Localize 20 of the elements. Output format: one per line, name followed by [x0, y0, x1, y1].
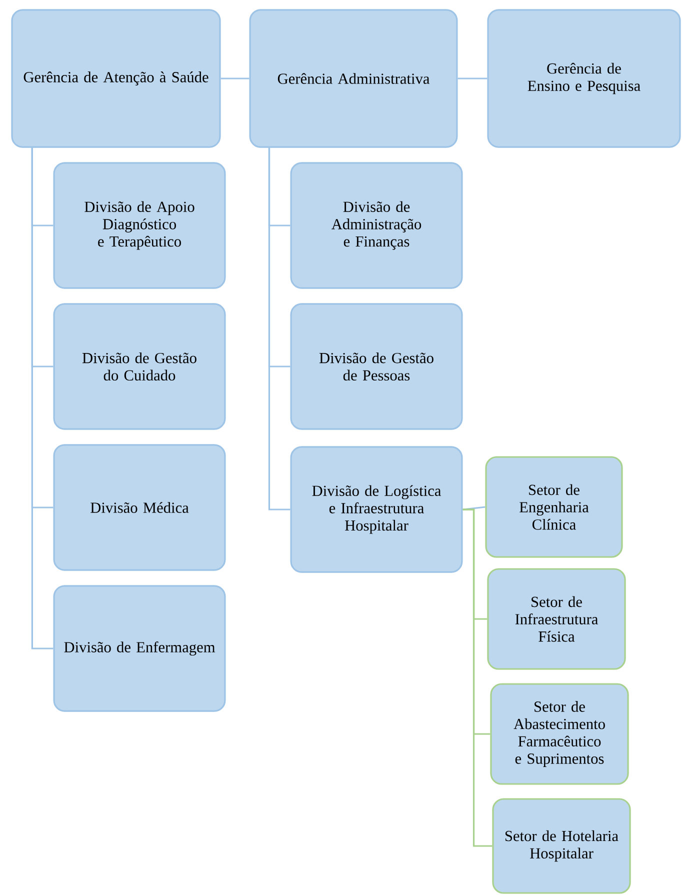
- connector-line: [220, 78, 250, 80]
- division-box: Divisão Médica: [53, 444, 226, 571]
- division-box: Divisão de Administração e Finanças: [290, 162, 463, 289]
- connector-line: [462, 506, 486, 510]
- division-box: Divisão de Gestão do Cuidado: [53, 303, 226, 430]
- sector-box: Setor de Abastecimento Farmacêutico e Suprimentos: [490, 683, 629, 785]
- management-box: Gerência Administrativa: [249, 9, 458, 148]
- sector-box: Setor de Infraestrutura Física: [487, 568, 626, 670]
- division-box: Divisão de Logística e Infraestrutura Hospitalar: [290, 446, 463, 573]
- connector-line: [31, 148, 54, 650]
- management-box: Gerência de Ensino e Pesquisa: [487, 9, 681, 148]
- division-box: Divisão de Gestão de Pessoas: [290, 303, 463, 430]
- management-box: Gerência de Atenção à Saúde: [11, 9, 221, 148]
- connector-line: [458, 78, 488, 80]
- division-box: Divisão de Enfermagem: [53, 585, 226, 712]
- sector-box: Setor de Hotelaria Hospitalar: [492, 798, 631, 894]
- connector-line: [462, 508, 492, 847]
- division-box: Divisão de Apoio Diagnóstico e Terapêutico: [53, 162, 226, 289]
- sector-box: Setor de Engenharia Clínica: [485, 456, 623, 558]
- connector-line: [268, 148, 290, 510]
